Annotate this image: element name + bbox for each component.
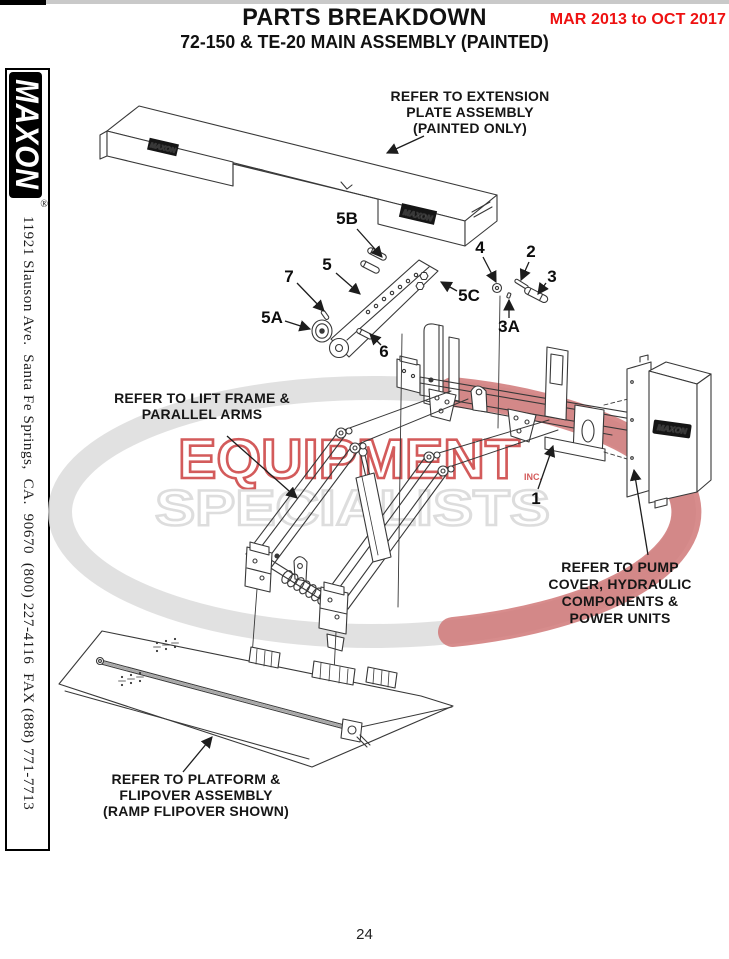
registered-trademark-symbol: ®: [40, 199, 48, 210]
note-line: REFER TO LIFT FRAME &: [114, 390, 290, 406]
note-line: POWER UNITS: [569, 610, 671, 626]
note-platform: REFER TO PLATFORM & FLIPOVER ASSEMBLY (R…: [76, 771, 316, 819]
watermark-text: EQUIPMENT INC. SPECIALISTS: [154, 426, 552, 538]
company-address: 11921 Slauson Ave. Santa Fe Springs, CA.…: [20, 216, 36, 811]
note-line: COMPONENTS &: [561, 593, 679, 609]
platform-drawing: [58, 630, 454, 768]
note-line: REFER TO PLATFORM &: [111, 771, 281, 787]
callout-2: 2: [526, 242, 536, 261]
pump-cover-drawing: MAXON: [626, 354, 712, 509]
callout-arrows: [182, 135, 649, 773]
assembly-subtitle: 72-150 & TE-20 MAIN ASSEMBLY (PAINTED): [180, 32, 549, 52]
callout-3: 3: [547, 267, 557, 286]
note-lift-frame: REFER TO LIFT FRAME & PARALLEL ARMS: [82, 390, 322, 422]
page-number: 24: [356, 926, 373, 943]
maxon-sidebar: MAXON ® 11921 Slauson Ave. Santa Fe Spri…: [5, 68, 50, 851]
top-edge-bar-dark: [0, 0, 46, 5]
note-line: REFER TO PUMP: [561, 559, 679, 575]
note-line: PLATE ASSEMBLY: [406, 104, 534, 120]
note-line: (PAINTED ONLY): [412, 120, 528, 136]
note-extension-plate: REFER TO EXTENSION PLATE ASSEMBLY (PAINT…: [370, 88, 570, 136]
note-line: FLIPOVER ASSEMBLY: [119, 787, 273, 803]
small-parts-drawing: [491, 278, 549, 429]
callout-6: 6: [379, 342, 389, 361]
callout-5: 5: [322, 255, 332, 274]
watermark-inc: INC.: [524, 472, 542, 482]
callout-3a: 3A: [498, 317, 520, 336]
note-pump-cover: REFER TO PUMP COVER, HYDRAULIC COMPONENT…: [520, 559, 720, 627]
top-edge-bar-light: [46, 0, 729, 4]
maxon-logo: MAXON: [9, 72, 45, 198]
callout-5c: 5C: [458, 286, 480, 305]
date-range-label: MAR 2013 to OCT 2017: [549, 11, 726, 28]
callout-5a: 5A: [261, 308, 283, 327]
note-line: PARALLEL ARMS: [141, 406, 263, 422]
callout-5b: 5B: [336, 209, 358, 228]
note-line: REFER TO EXTENSION: [390, 88, 550, 104]
callout-1: 1: [531, 489, 541, 508]
watermark-word-equipment: EQUIPMENT: [178, 427, 520, 490]
note-line: (RAMP FLIPOVER SHOWN): [103, 803, 289, 819]
callout-4: 4: [475, 238, 485, 257]
extension-plate-drawing: MAXON MAXON: [99, 105, 498, 247]
main-frame-drawing: [396, 323, 651, 467]
parallel-arms-drawing: [244, 333, 559, 673]
watermark-word-specialists: SPECIALISTS: [155, 480, 550, 536]
maxon-part-label: MAXON: [652, 419, 692, 439]
callout-7: 7: [284, 267, 294, 286]
page-title: PARTS BREAKDOWN: [242, 4, 487, 31]
note-line: COVER, HYDRAULIC: [548, 576, 692, 592]
